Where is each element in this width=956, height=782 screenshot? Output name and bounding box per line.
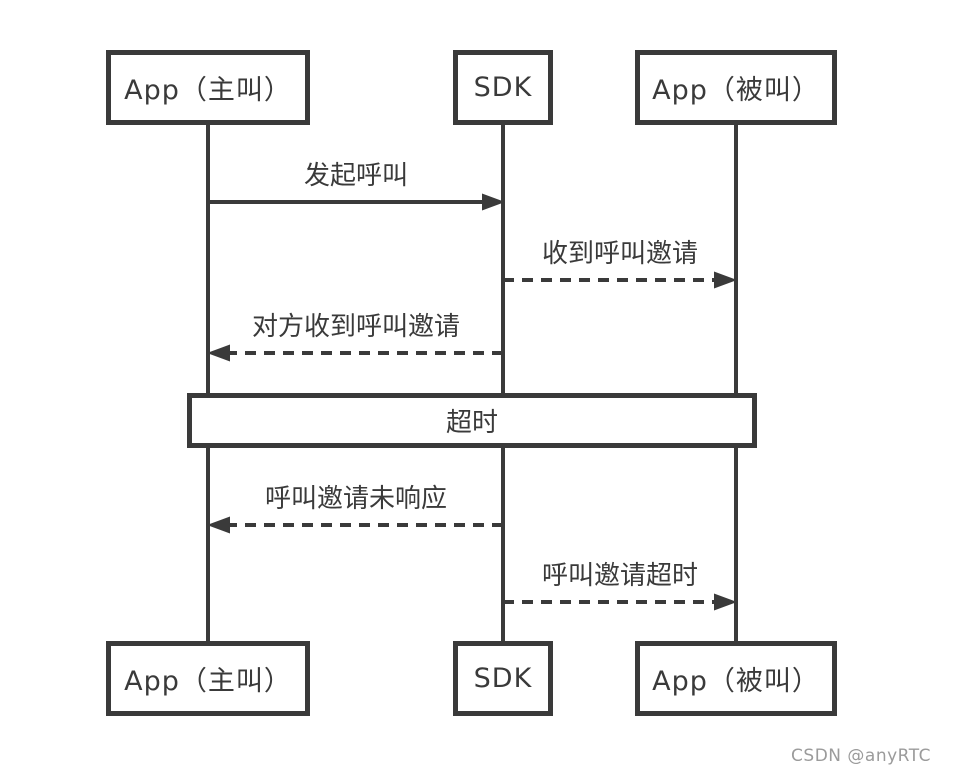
timeout-frame-label: 超时 [445,408,498,438]
watermark: CSDN @anyRTC [791,746,931,766]
message-label-invite-no-response: 呼叫邀请未响应 [264,484,448,514]
message-label-invite-timeout: 呼叫邀请超时 [541,561,699,591]
actor-box-app-callee-bottom: App（被叫） [635,641,837,716]
actor-box-app-callee-top: App（被叫） [635,50,837,125]
arrowhead-right-icon [482,193,505,211]
arrowhead-left-icon [207,344,230,362]
arrowhead-right-icon [714,271,737,289]
arrowhead-right-icon [714,593,737,611]
actor-box-sdk-bottom: SDK [453,641,553,716]
message-label-receive-invite: 收到呼叫邀请 [541,239,699,269]
actor-box-app-caller-top: App（主叫） [106,50,310,125]
message-label-initiate-call: 发起呼叫 [303,161,409,191]
message-label-peer-received-invite: 对方收到呼叫邀请 [251,312,461,342]
arrowhead-left-icon [207,516,230,534]
timeout-frame: 超时 [187,393,757,448]
actor-box-app-caller-bottom: App（主叫） [106,641,310,716]
actor-box-sdk-top: SDK [453,50,553,125]
